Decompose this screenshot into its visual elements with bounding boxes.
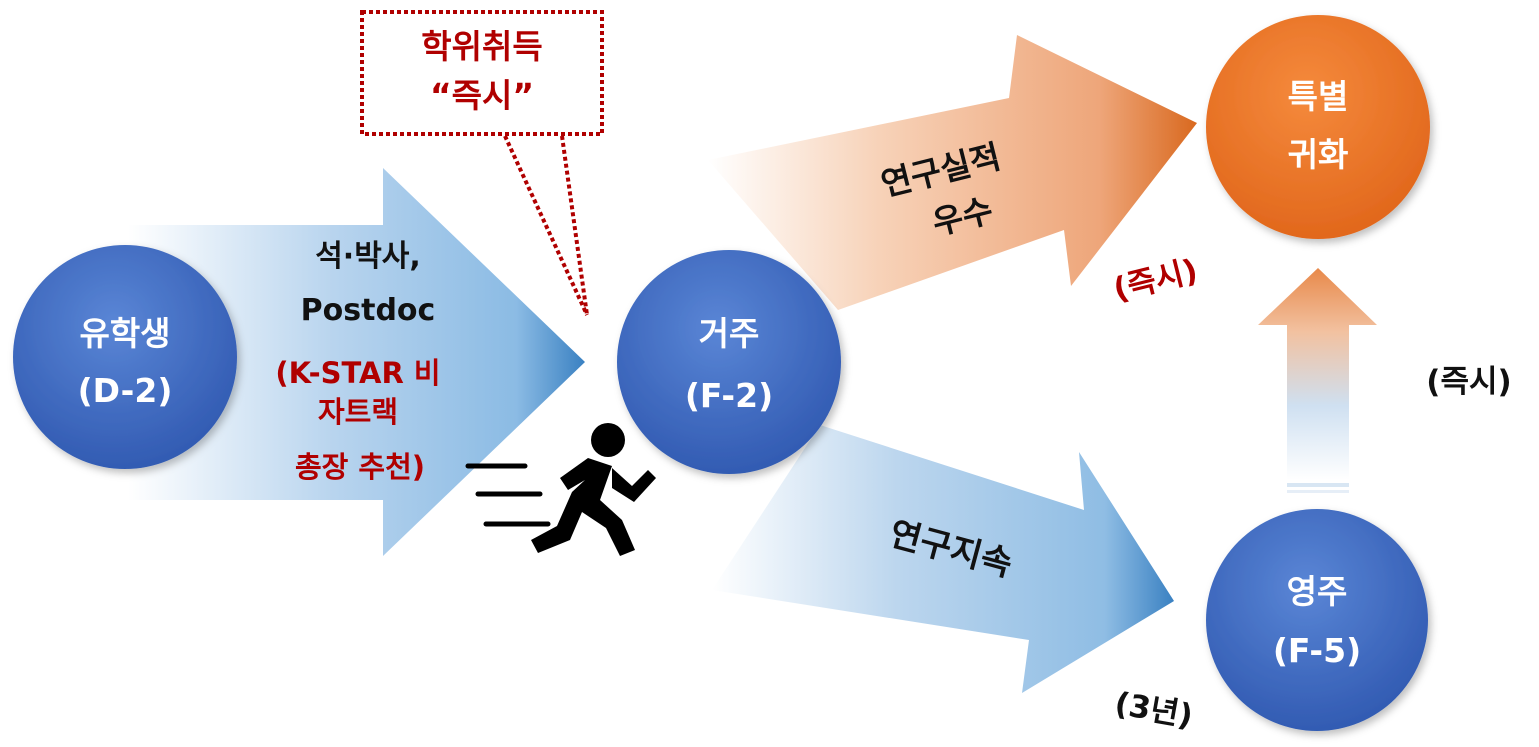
continued-research-arrow: [712, 425, 1174, 693]
vertical-up-arrow: [1258, 268, 1377, 493]
running-person-icon: [465, 423, 656, 556]
excellent-research-arrow: [708, 35, 1197, 310]
callout-line2: “즉시”: [430, 76, 534, 115]
node-permanent-line1: 영주: [1287, 572, 1348, 611]
main-pathway-arrow: [128, 168, 585, 556]
main-arrow-line5: 총장 추천): [295, 450, 425, 484]
node-naturalization-line2: 귀화: [1288, 135, 1349, 174]
node-naturalization: [1206, 15, 1430, 239]
node-permanent: [1206, 509, 1428, 731]
node-residence: [617, 250, 841, 474]
node-naturalization-line1: 특별: [1288, 77, 1349, 116]
node-student: [13, 245, 237, 469]
node-student-line1: 유학생: [79, 314, 170, 353]
node-residence-line2: (F-2): [685, 376, 773, 415]
main-arrow-line3: (K-STAR 비: [275, 356, 440, 390]
continue-timing: (3년): [1112, 686, 1195, 735]
node-permanent-line2: (F-5): [1273, 631, 1361, 670]
node-residence-line1: 거주: [699, 314, 760, 353]
main-arrow-line2: Postdoc: [301, 293, 436, 328]
excellent-timing: (즉시): [1110, 253, 1202, 309]
main-arrow-label: 석·박사, Postdoc (K-STAR 비 자트랙 총장 추천): [275, 239, 440, 484]
main-arrow-line4: 자트랙: [318, 395, 398, 429]
main-arrow-line1: 석·박사,: [315, 239, 421, 274]
vertical-timing: (즉시): [1426, 364, 1511, 400]
degree-callout: 학위취득 “즉시”: [360, 10, 604, 316]
node-student-line2: (D-2): [78, 371, 173, 410]
callout-line1: 학위취득: [421, 27, 542, 66]
